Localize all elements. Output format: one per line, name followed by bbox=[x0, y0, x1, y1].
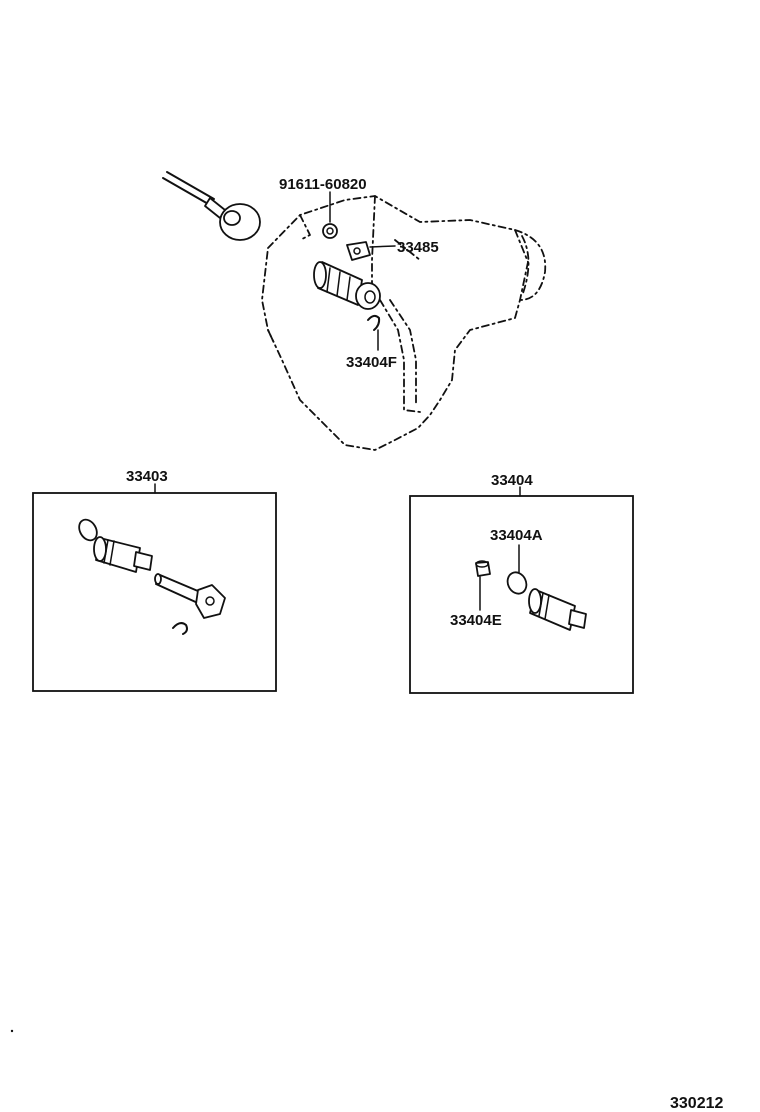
label-o-ring: 33404A bbox=[490, 527, 543, 544]
stray-dot bbox=[10, 1029, 14, 1033]
clip-33404f bbox=[367, 314, 381, 351]
kit-33404-box bbox=[409, 486, 634, 694]
transmission-housing bbox=[261, 195, 547, 451]
kit-33404-parts bbox=[475, 544, 587, 631]
kit-33403-parts bbox=[78, 518, 226, 635]
label-clamp: 33485 bbox=[397, 239, 439, 256]
shift-rod bbox=[162, 171, 261, 241]
label-kit-right: 33404 bbox=[491, 472, 533, 489]
clamp-33485 bbox=[346, 241, 396, 261]
label-kit-left: 33403 bbox=[126, 468, 168, 485]
driven-gear-sleeve bbox=[313, 261, 381, 310]
bolt-91611 bbox=[322, 191, 338, 239]
figure-id: 330212 bbox=[670, 1095, 723, 1112]
label-bushing: 33404E bbox=[450, 612, 502, 629]
label-clip: 33404F bbox=[346, 354, 397, 371]
kit-33403-box bbox=[32, 483, 277, 692]
label-bolt: 91611-60820 bbox=[279, 176, 367, 193]
